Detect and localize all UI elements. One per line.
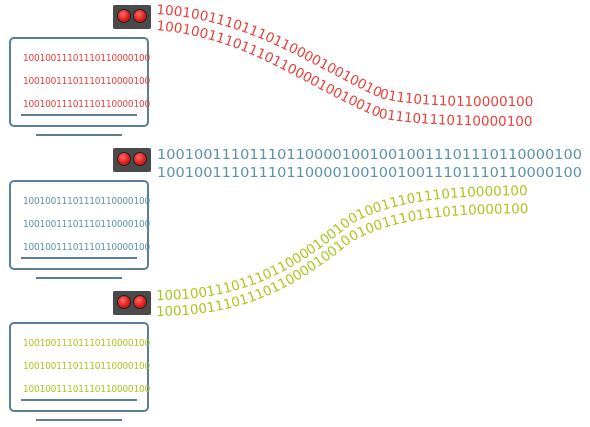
monitor-bezel-line: [21, 257, 137, 259]
monitor-bezel-line: [21, 399, 137, 401]
monitor-stand: [36, 134, 122, 136]
led-icon: [133, 295, 147, 309]
led-icon: [117, 9, 131, 23]
led-icon: [117, 152, 131, 166]
device-middle: [113, 148, 151, 172]
device-bottom: [113, 291, 151, 315]
binary-stream-blue-2: 1001001110111011000010010010011101110110…: [157, 165, 582, 181]
screen-text: 10010011101110110000100: [23, 384, 151, 395]
binary-stream-blue-1: 1001001110111011000010010010011101110110…: [157, 147, 582, 163]
screen-text: 10010011101110110000100: [23, 361, 151, 372]
led-icon: [133, 9, 147, 23]
monitor-stand: [36, 419, 122, 421]
monitor-bottom: 10010011101110110000100 1001001110111011…: [9, 322, 151, 412]
screen-text: 10010011101110110000100: [23, 53, 151, 64]
screen-text: 10010011101110110000100: [23, 99, 151, 110]
screen-text: 10010011101110110000100: [23, 196, 151, 207]
screen-text: 10010011101110110000100: [23, 338, 151, 349]
device-top: [113, 5, 151, 29]
monitor-top: 10010011101110110000100 1001001110111011…: [9, 37, 151, 127]
screen-text: 10010011101110110000100: [23, 76, 151, 87]
monitor-bezel-line: [21, 114, 137, 116]
monitor-stand: [36, 277, 122, 279]
led-icon: [133, 152, 147, 166]
monitor-middle: 10010011101110110000100 1001001110111011…: [9, 180, 151, 270]
led-icon: [117, 295, 131, 309]
screen-text: 10010011101110110000100: [23, 242, 151, 253]
screen-text: 10010011101110110000100: [23, 219, 151, 230]
